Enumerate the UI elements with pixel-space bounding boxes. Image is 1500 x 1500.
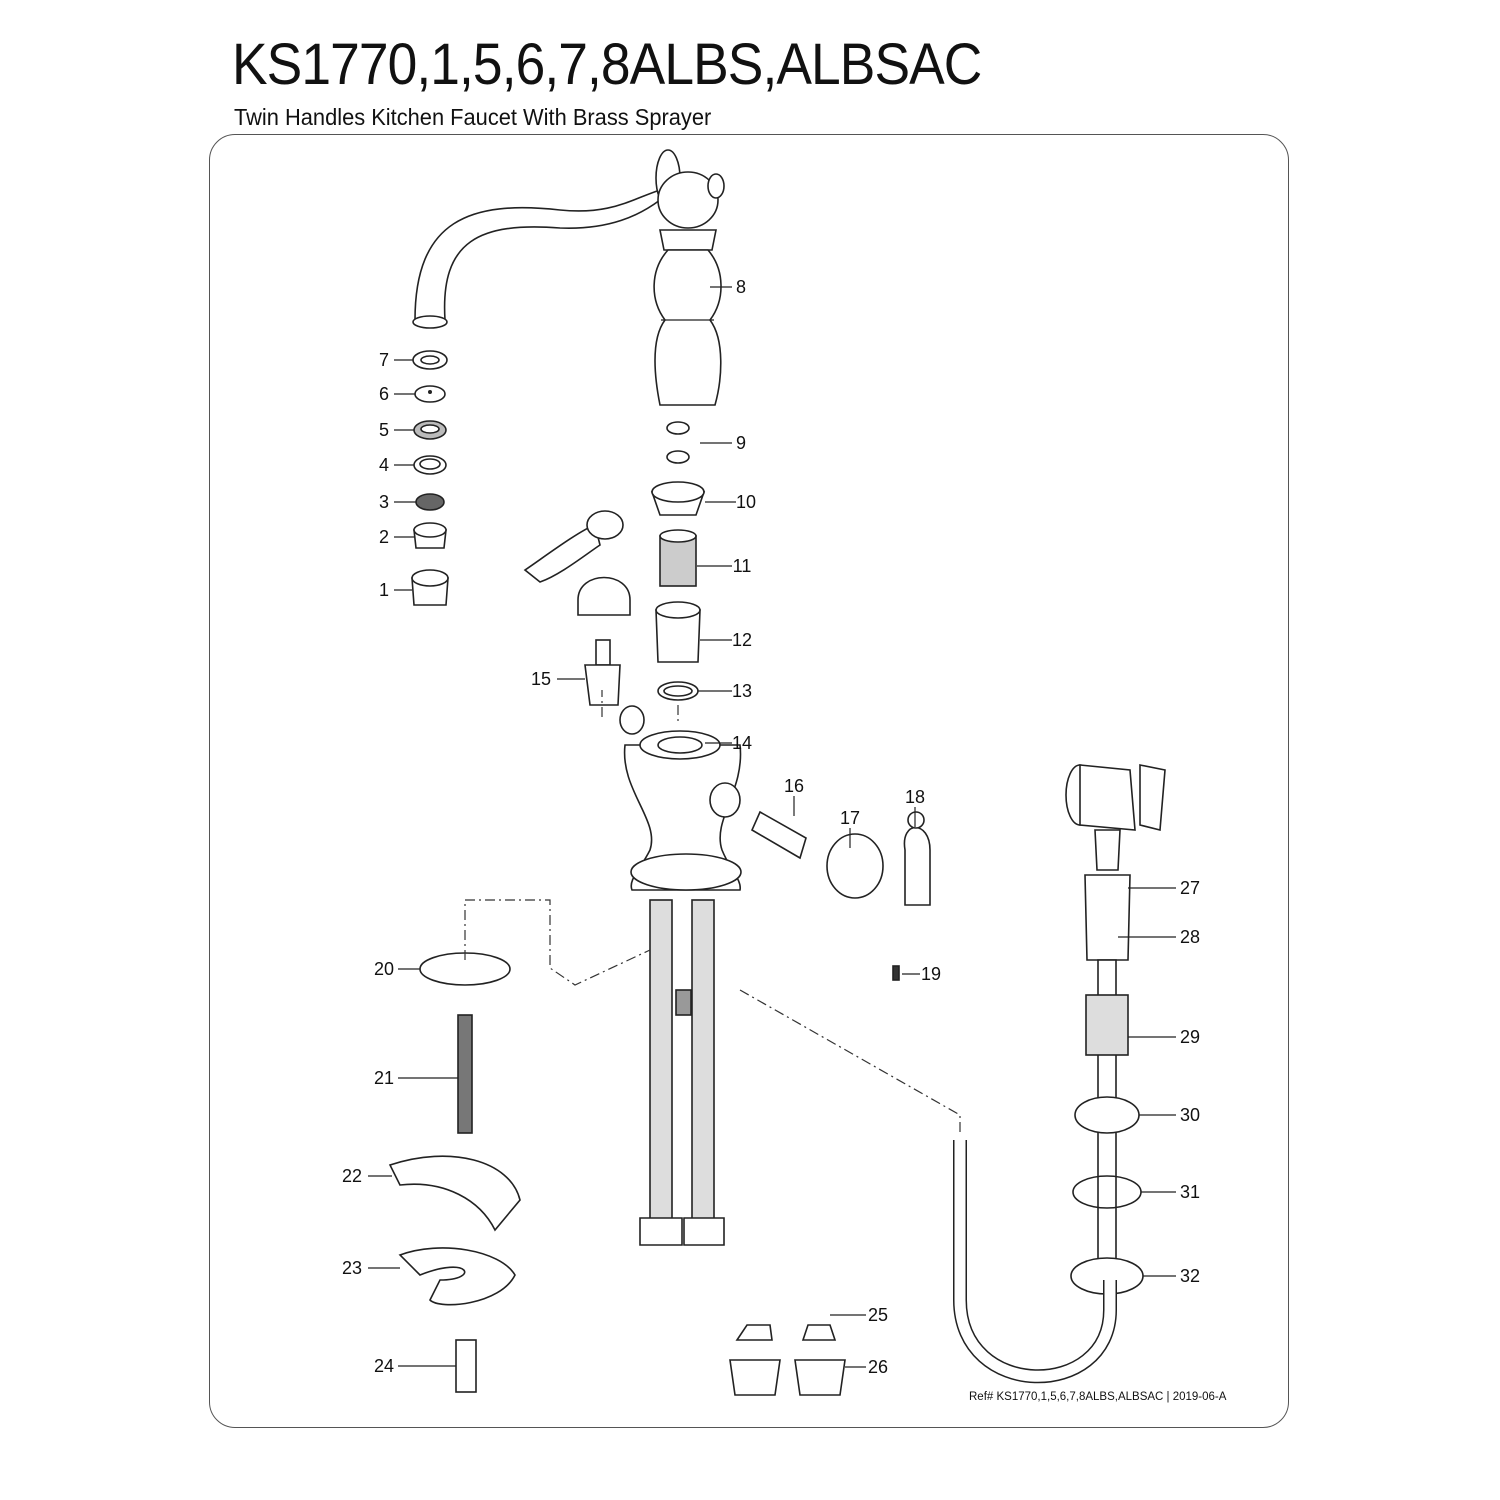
callout-part-22: 22 bbox=[342, 1166, 392, 1186]
part-number-label: 14 bbox=[732, 733, 752, 753]
part-number-label: 9 bbox=[736, 433, 746, 453]
callout-part-1: 1 bbox=[379, 580, 412, 600]
callout-part-27: 27 bbox=[1128, 878, 1200, 898]
callout-part-21: 21 bbox=[374, 1068, 458, 1088]
aerator-parts bbox=[411, 350, 449, 606]
callout-part-24: 24 bbox=[374, 1356, 456, 1376]
diagram-frame bbox=[209, 134, 1289, 1428]
part-number-label: 31 bbox=[1180, 1182, 1200, 1202]
callout-part-30: 30 bbox=[1139, 1105, 1200, 1125]
part-number-label: 32 bbox=[1180, 1266, 1200, 1286]
callout-part-13: 13 bbox=[698, 681, 752, 701]
sprayer-assembly bbox=[953, 764, 1166, 1384]
part-number-label: 12 bbox=[732, 630, 752, 650]
part-number-label: 26 bbox=[868, 1357, 888, 1377]
callout-part-23: 23 bbox=[342, 1258, 400, 1278]
part-number-label: 11 bbox=[733, 556, 752, 576]
callout-part-12: 12 bbox=[700, 630, 752, 650]
callout-part-9: 9 bbox=[700, 433, 746, 453]
part-number-label: 3 bbox=[379, 492, 389, 512]
handle-assemblies bbox=[523, 510, 931, 981]
part-number-label: 10 bbox=[736, 492, 756, 512]
part-number-label: 4 bbox=[379, 455, 389, 475]
part-number-label: 6 bbox=[379, 384, 389, 404]
part-number-label: 27 bbox=[1180, 878, 1200, 898]
callout-part-7: 7 bbox=[379, 350, 413, 370]
part-number-label: 30 bbox=[1180, 1105, 1200, 1125]
callout-part-8: 8 bbox=[710, 277, 746, 297]
callout-part-29: 29 bbox=[1128, 1027, 1200, 1047]
part-number-label: 24 bbox=[374, 1356, 394, 1376]
callout-part-4: 4 bbox=[379, 455, 414, 475]
part-number-label: 23 bbox=[342, 1258, 362, 1278]
callout-part-2: 2 bbox=[379, 527, 414, 547]
part-number-label: 28 bbox=[1180, 927, 1200, 947]
part-number-label: 7 bbox=[379, 350, 389, 370]
reference-footer: Ref# KS1770,1,5,6,7,8ALBS,ALBSAC | 2019-… bbox=[969, 1391, 1227, 1403]
callout-part-32: 32 bbox=[1143, 1266, 1200, 1286]
part-number-label: 5 bbox=[379, 420, 389, 440]
callout-part-26: 26 bbox=[845, 1357, 888, 1377]
callout-part-6: 6 bbox=[379, 384, 415, 404]
part-number-label: 25 bbox=[868, 1305, 888, 1325]
part-number-label: 29 bbox=[1180, 1027, 1200, 1047]
part-number-label: 20 bbox=[374, 959, 394, 979]
callout-part-19: 19 bbox=[902, 964, 941, 984]
page-subtitle: Twin Handles Kitchen Faucet With Brass S… bbox=[234, 104, 712, 130]
part-number-label: 21 bbox=[374, 1068, 394, 1088]
part-number-label: 15 bbox=[531, 669, 551, 689]
faucet-body bbox=[619, 705, 742, 891]
callout-part-17: 17 bbox=[840, 808, 860, 848]
callout-part-10: 10 bbox=[705, 492, 756, 512]
part-number-label: 2 bbox=[379, 527, 389, 547]
part-number-label: 1 bbox=[379, 580, 389, 600]
callout-part-28: 28 bbox=[1118, 927, 1200, 947]
spout-assembly bbox=[412, 149, 725, 406]
callout-part-25: 25 bbox=[830, 1305, 888, 1325]
callout-part-31: 31 bbox=[1141, 1182, 1200, 1202]
part-number-label: 16 bbox=[784, 776, 804, 796]
callout-part-15: 15 bbox=[531, 669, 585, 689]
part-number-label: 8 bbox=[736, 277, 746, 297]
part-number-label: 17 bbox=[840, 808, 860, 828]
part-number-label: 18 bbox=[905, 787, 925, 807]
callout-part-3: 3 bbox=[379, 492, 416, 512]
callout-part-16: 16 bbox=[784, 776, 804, 816]
part-callouts: 1234567891011121314151617181920212223242… bbox=[342, 277, 1200, 1377]
callout-part-14: 14 bbox=[705, 733, 752, 753]
callout-part-18: 18 bbox=[905, 787, 925, 827]
callout-part-11: 11 bbox=[697, 556, 751, 576]
callout-part-5: 5 bbox=[379, 420, 414, 440]
part-number-label: 22 bbox=[342, 1166, 362, 1186]
callout-part-20: 20 bbox=[374, 959, 420, 979]
center-stack-parts bbox=[650, 421, 706, 701]
page-title: KS1770,1,5,6,7,8ALBS,ALBSAC bbox=[232, 32, 982, 97]
supply-hoses bbox=[639, 899, 725, 1246]
mounting-hardware bbox=[388, 952, 846, 1396]
part-number-label: 19 bbox=[921, 964, 941, 984]
part-number-label: 13 bbox=[732, 681, 752, 701]
